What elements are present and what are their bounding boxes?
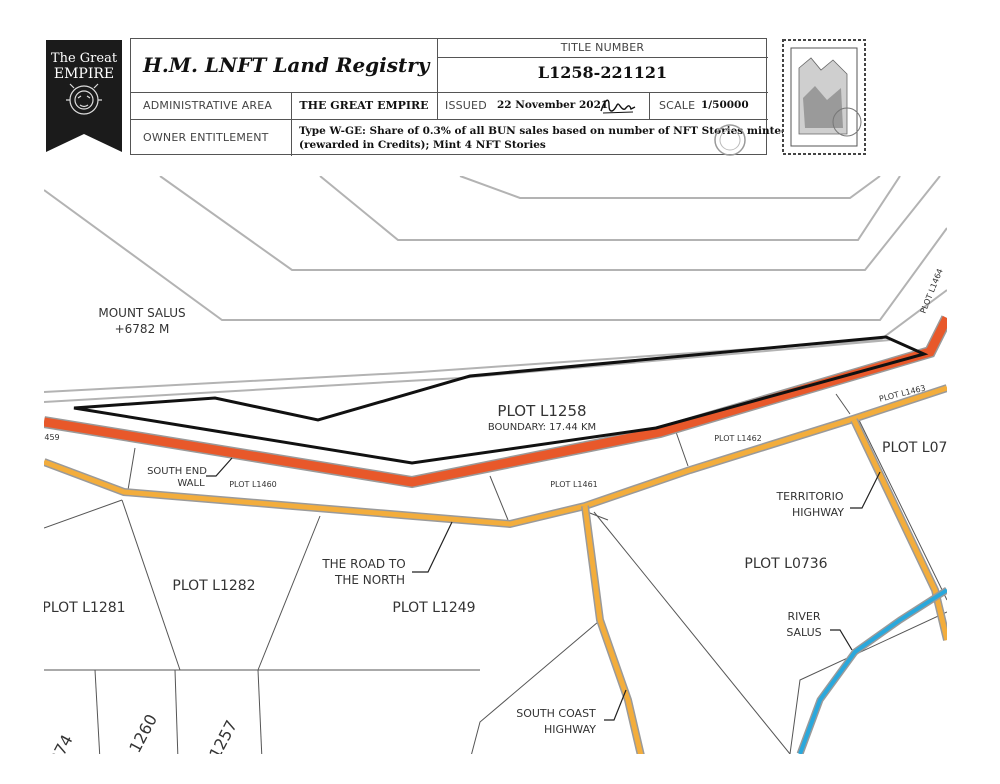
registry-title: H.M. LNFT Land Registry [143,53,430,77]
plot-boundary-length: BOUNDARY: 17.44 KM [488,422,596,433]
issued-label: ISSUED [445,99,487,112]
divider [131,92,768,93]
issued-date: 22 November 2021 [497,99,609,111]
plot-label[interactable]: PLOT L1249 [392,600,475,616]
divider [437,39,438,93]
road-north-label: THE ROAD TO [321,557,405,571]
empire-logo: The Great EMPIRE [46,40,122,152]
owner-entitlement-line: Type W-GE: Share of 0.3% of all BUN sale… [299,125,789,137]
title-number: L1258-221121 [537,63,668,82]
logo-line1: The Great [51,51,118,66]
admin-area-label: ADMINISTRATIVE AREA [143,99,273,112]
plot-label-small[interactable]: 459 [44,433,59,442]
plot-label-rotated[interactable]: 274 [46,731,77,767]
postage-stamp-icon [782,39,866,155]
territorio-highway-label: TERRITORIO [775,490,843,503]
mountain-name: MOUNT SALUS [98,306,185,320]
registry-header: H.M. LNFT Land Registry TITLE NUMBER L12… [130,38,789,156]
scale-label: SCALE [659,99,696,112]
contour-lines [44,176,947,403]
south-coast-highway-label: SOUTH COAST [516,707,596,720]
territorio-highway-label: HIGHWAY [792,506,844,519]
plot-label[interactable]: PLOT L1281 [42,600,126,616]
divider [131,119,768,120]
logo-line2: EMPIRE [54,66,114,82]
divider [291,92,292,156]
lion-crest-icon [66,83,102,115]
plot-boundary[interactable] [73,335,929,465]
signature-icon [600,99,636,114]
title-number-label: TITLE NUMBER [560,41,645,54]
owner-entitlement-label: OWNER ENTITLEMENT [143,131,269,144]
divider [437,57,768,58]
plot-label[interactable]: PLOT L1282 [172,578,255,594]
admin-area: THE GREAT EMPIRE [299,99,429,112]
plot-label-small[interactable]: PLOT L1462 [714,434,762,443]
mountain-elevation: +6782 M [115,322,170,336]
south-end-wall-label: SOUTH END [147,466,207,477]
river-label: SALUS [786,626,821,639]
divider [649,92,650,119]
owner-entitlement: Type W-GE: Share of 0.3% of all BUN sale… [299,124,789,152]
plot-label-small[interactable]: PLOT L1461 [550,480,598,489]
plot-name: PLOT L1258 [497,402,586,420]
plot-label-small[interactable]: PLOT L1460 [229,480,277,489]
plot-label-rotated[interactable]: 1260 [125,711,161,756]
river-salus [796,587,947,754]
main-road [44,315,947,489]
highways [44,384,947,754]
divider [437,92,438,119]
plot-label-small[interactable]: PLOT L1464 [919,267,945,314]
plot-label[interactable]: PLOT L07 [882,440,947,456]
south-coast-highway-label: HIGHWAY [544,723,596,736]
parcel-lines [44,393,947,754]
plot-label[interactable]: PLOT L0736 [744,556,827,572]
owner-entitlement-line: (rewarded in Credits); Mint 4 NFT Storie… [299,139,546,151]
road-north-label: THE NORTH [334,573,405,587]
plot-label-rotated[interactable]: 1257 [205,717,241,762]
label-leaders [206,457,881,721]
river-label: RIVER [787,610,820,623]
official-seal-icon [714,124,746,156]
south-end-wall-label: WALL [177,478,205,489]
scale-value: 1/50000 [701,99,749,111]
